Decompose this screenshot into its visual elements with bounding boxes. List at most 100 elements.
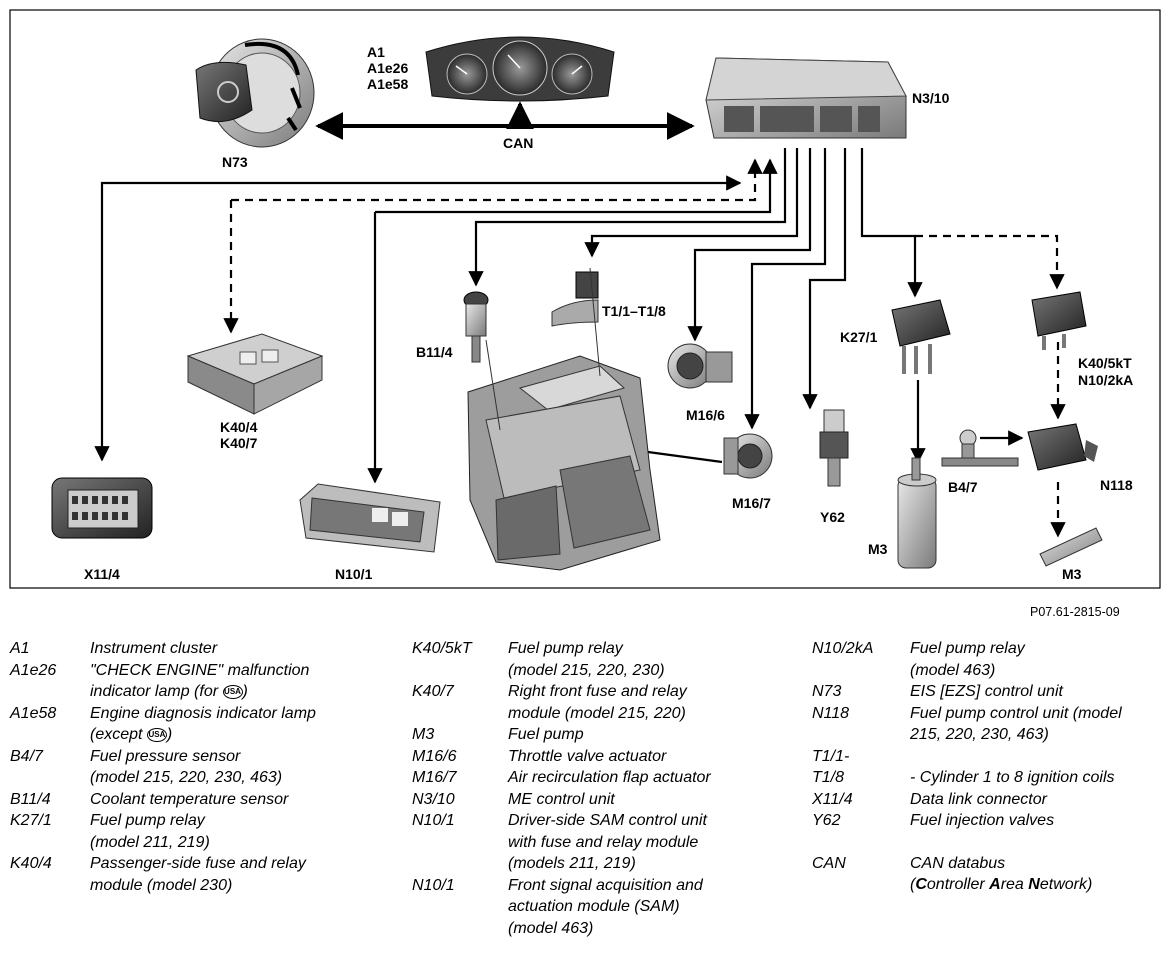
legend-desc: Fuel pump relay (910, 640, 1025, 657)
engine-image (467, 267, 661, 571)
legend-code: CAN (812, 854, 846, 872)
legend-item: X11/4 Data link connector (812, 789, 1168, 811)
document-reference: P07.61-2815-09 (1030, 605, 1120, 619)
label-t1: T1/1–T1/8 (602, 303, 666, 319)
legend-code: T1/1- (812, 747, 850, 765)
label-m16-6: M16/6 (686, 407, 725, 423)
fuel-pump-control-unit-image (1027, 423, 1098, 471)
sam-control-unit-image (299, 483, 441, 553)
legend-desc: module (model 215, 220) (508, 704, 686, 722)
legend-desc: rea (1000, 876, 1029, 893)
legend-desc: (model 463) (910, 661, 996, 679)
legend-desc: Data link connector (910, 790, 1047, 808)
usa-badge-icon: USA (222, 684, 243, 699)
label-k27-1: K27/1 (840, 329, 878, 345)
legend-code: K27/1 (10, 812, 52, 829)
legend-desc: etwork) (1039, 876, 1093, 893)
legend-desc: Fuel pressure sensor (90, 747, 241, 765)
legend-item: A1 Instrument cluster (10, 638, 390, 660)
fuel-pump-relay-k40-5kt-image (1031, 291, 1087, 350)
legend-desc: Fuel pump relay (508, 640, 623, 657)
legend-code: A1e58 (10, 704, 57, 722)
legend-item: K27/1 Fuel pump relay(model 211, 219) (10, 810, 390, 853)
fuse-relay-module-k40-4-image (186, 333, 324, 415)
legend-desc: 215, 220, 230, 463) (910, 726, 1049, 743)
legend-desc (910, 746, 1168, 768)
legend-desc: ontroller (926, 876, 990, 893)
legend-desc: module (model 230) (90, 876, 233, 894)
legend-desc: ( (910, 876, 916, 893)
legend-column-3: N10/2kA Fuel pump relay (model 463) N73 E… (812, 638, 1168, 896)
label-n118: N118 (1100, 477, 1133, 493)
legend-desc: ME control unit (508, 790, 615, 808)
label-k40-7: K40/7 (220, 435, 258, 451)
legend-desc: "CHECK ENGINE" malfunction (90, 661, 310, 679)
wiring-diagram: N73 A1 A1e26 A1e58 N3/10 CAN (9, 9, 1161, 589)
label-a1: A1 (367, 44, 385, 60)
legend-code: K40/5kT (412, 640, 472, 657)
legend-desc: Instrument cluster (90, 640, 218, 657)
legend-desc: Passenger-side fuse and relay (90, 855, 306, 872)
legend-item: K40/5kT Fuel pump relay (model 215, 220, … (412, 638, 792, 681)
legend-item: A1e58 Engine diagnosis indicator lamp (e… (10, 703, 390, 746)
legend-code: M16/6 (412, 747, 457, 765)
legend-desc: Engine diagnosis indicator lamp (90, 704, 316, 722)
legend-code: B4/7 (10, 747, 43, 765)
legend-desc: ) (242, 683, 248, 700)
legend-item: K40/7 Right front fuse and relay module (… (412, 681, 792, 724)
legend-desc: Front signal acquisition and (508, 876, 703, 894)
me-control-unit-image (705, 57, 907, 139)
legend-desc: - Cylinder 1 to 8 ignition coils (910, 769, 1115, 786)
legend-code: M3 (412, 726, 435, 743)
label-n3-10: N3/10 (912, 90, 950, 106)
label-y62: Y62 (820, 509, 845, 525)
legend-desc: ) (166, 726, 173, 743)
legend-desc: Air recirculation flap actuator (508, 769, 711, 786)
legend-item: B4/7 Fuel pressure sensor (model 215, 220… (10, 746, 390, 789)
fuel-pump-relay-k27-1-image (891, 299, 951, 374)
legend-desc: actuation module (SAM) (508, 898, 680, 915)
label-n73: N73 (222, 154, 248, 170)
legend-item: M3 Fuel pump (412, 724, 792, 746)
legend-desc: Coolant temperature sensor (90, 790, 289, 808)
legend-code: N10/1 (412, 812, 455, 829)
legend-code: K40/7 (412, 683, 454, 700)
legend-desc: Throttle valve actuator (508, 747, 667, 765)
legend-code: Y62 (812, 812, 841, 829)
legend-code: N10/2kA (812, 640, 874, 657)
legend-desc: EIS [EZS] control unit (910, 683, 1063, 700)
legend-column-1: A1 Instrument cluster A1e26 "CHECK ENGIN… (10, 638, 390, 896)
legend-code: X11/4 (812, 790, 853, 808)
legend-desc: with fuse and relay module (508, 833, 699, 851)
legend-code: N3/10 (412, 790, 455, 808)
legend-desc: Right front fuse and relay (508, 683, 687, 700)
legend-item: T1/8 - Cylinder 1 to 8 ignition coils (812, 767, 1168, 789)
legend-desc: Fuel pump (508, 726, 584, 743)
legend-item: M16/6 Throttle valve actuator (412, 746, 792, 768)
fuel-pressure-sensor-image (941, 429, 1019, 467)
legend-desc: Fuel pump control unit (model (910, 704, 1122, 722)
legend-code: M16/7 (412, 769, 457, 786)
legend-code: N10/1 (412, 876, 455, 894)
label-can: CAN (503, 135, 533, 151)
legend-item: N3/10 ME control unit (412, 789, 792, 811)
label-n10-1: N10/1 (335, 566, 373, 582)
legend-item: A1e26 "CHECK ENGINE" malfunction indicat… (10, 660, 390, 703)
legend-desc: CAN databus (910, 854, 1006, 872)
legend-item: CAN CAN databus (Controller Area Network… (812, 853, 1168, 896)
legend-item: Y62 Fuel injection valves (812, 810, 1168, 832)
label-m3-left: M3 (868, 541, 888, 557)
legend-code: N73 (812, 683, 842, 700)
legend-desc-bold: C (915, 876, 927, 893)
legend-code: T1/8 (812, 769, 845, 786)
legend-desc: (model 215, 220, 230, 463) (90, 769, 283, 786)
legend-desc: (model 211, 219) (90, 833, 210, 851)
legend-desc: (model 215, 220, 230) (508, 661, 665, 679)
label-n10-2ka: N10/2kA (1078, 372, 1133, 388)
label-m16-7: M16/7 (732, 495, 771, 511)
legend-item: M16/7 Air recirculation flap actuator (412, 767, 792, 789)
label-a1e58: A1e58 (367, 76, 408, 92)
label-b11-4: B11/4 (416, 344, 453, 360)
